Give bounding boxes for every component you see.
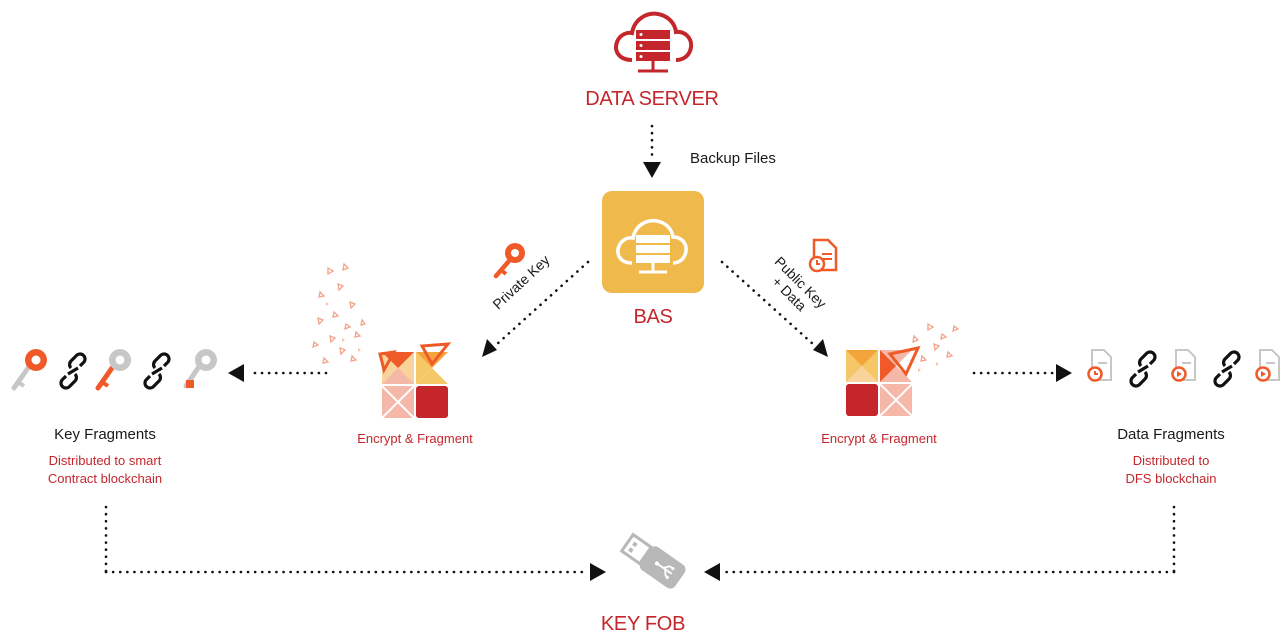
data-fragments-title: Data Fragments [1117, 426, 1225, 443]
key-fob-title: KEY FOB [600, 613, 686, 635]
document-play-icon [1171, 349, 1196, 382]
key-fragments-desc-2: Contract blockchain [47, 471, 163, 486]
encrypt-left-label: Encrypt & Fragment [357, 431, 473, 446]
connector-bas-right [720, 260, 816, 347]
cloud-server-icon [616, 218, 688, 274]
document-clock-icon [808, 238, 838, 273]
key-icon [493, 243, 525, 279]
cloud-server-icon [614, 11, 694, 73]
usb-drive-icon [619, 532, 686, 589]
data-fragments-icons [1087, 349, 1280, 388]
arrow-data-fragments [1056, 364, 1072, 382]
key-fragments-title: Key Fragments [54, 426, 156, 443]
arrow-left-encrypt [482, 339, 497, 357]
key-icon [95, 349, 131, 391]
bas-title: BAS [633, 306, 673, 328]
data-fragments-desc-1: Distributed to [1132, 453, 1210, 468]
connector-bas-left [494, 260, 590, 347]
arrow-key-fob-left [590, 563, 606, 581]
backup-files-label: Backup Files [690, 150, 776, 167]
encrypt-fragment-icon [846, 322, 960, 417]
bas-box [602, 191, 704, 293]
document-play-icon [1255, 349, 1280, 382]
link-icon [1213, 350, 1241, 388]
encrypt-right-label: Encrypt & Fragment [821, 431, 937, 446]
data-fragments-desc-2: DFS blockchain [1125, 471, 1217, 486]
arrow-key-fragments [228, 364, 244, 382]
encrypt-fragment-icon [312, 262, 452, 419]
document-clock-icon [1087, 349, 1112, 382]
link-icon [1129, 350, 1157, 388]
arrow-key-fob-right [704, 563, 720, 581]
arrow-down-bas [643, 162, 661, 178]
key-icon [183, 349, 217, 389]
link-icon [143, 352, 171, 390]
key-icon [11, 349, 47, 391]
key-fragments-desc-1: Distributed to smart [48, 453, 162, 468]
link-icon [59, 352, 87, 390]
key-fragments-icons [11, 349, 217, 391]
arrow-right-encrypt [813, 339, 828, 357]
data-server-title: DATA SERVER [585, 88, 719, 110]
